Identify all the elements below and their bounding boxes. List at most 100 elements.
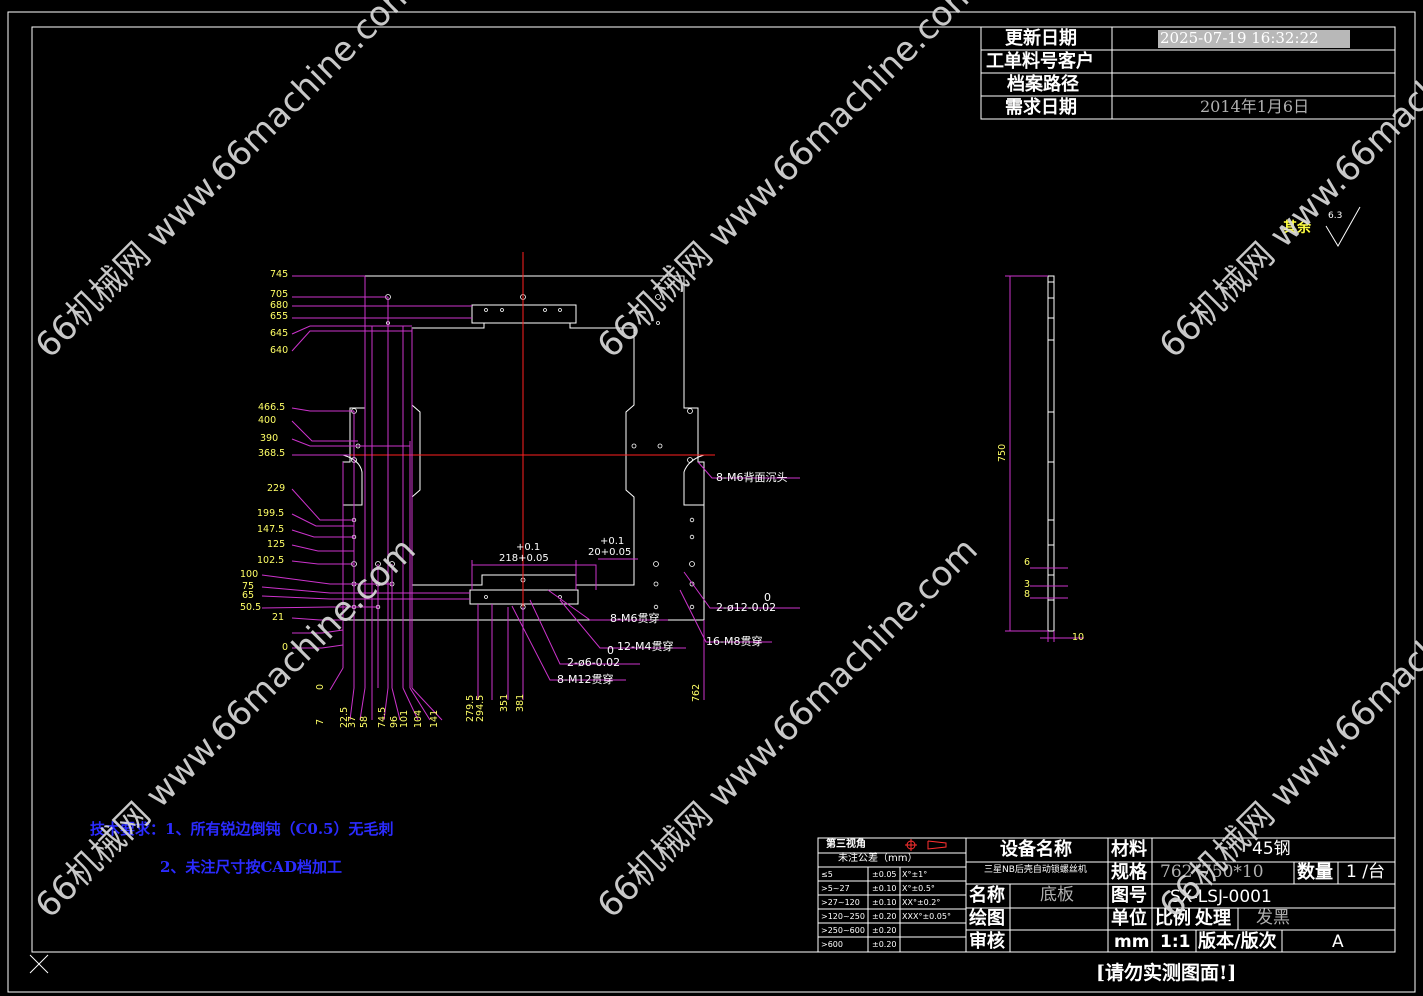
- dim-645: 645: [270, 328, 289, 339]
- title-block-grid: [965, 837, 1396, 953]
- dim-102-5: 102.5: [257, 555, 285, 566]
- tol-row-3-tol: ±0.10: [872, 898, 897, 907]
- update-date-value: 2025-07-19 16:32:22: [1160, 29, 1319, 47]
- dim-bottom-381: 381: [515, 693, 526, 712]
- footer-note: [请勿实测图面!]: [1096, 962, 1237, 984]
- tol-row-3-range: >27~120: [821, 898, 860, 907]
- callout-m6-thru: 8-M6贯穿: [610, 612, 660, 625]
- equipment-value: 三星NB后壳自动锁螺丝机: [984, 865, 1087, 875]
- callout-m4-tol: 0: [607, 644, 614, 657]
- name-value: 底板: [1040, 885, 1074, 905]
- dim-655: 655: [270, 311, 289, 322]
- unit-value: mm: [1114, 932, 1150, 952]
- tol-plus-0-1-a: +0.1: [516, 542, 541, 553]
- dim-229: 229: [267, 483, 286, 494]
- dim-125: 125: [267, 539, 286, 550]
- demand-date-value: 2014年1月6日: [1200, 97, 1310, 116]
- dim-640: 640: [270, 345, 289, 356]
- dim-bottom-294-5: 294.5: [475, 694, 486, 722]
- side-dim-8: 8: [1024, 589, 1031, 600]
- qty-label: 数量: [1297, 862, 1333, 883]
- inner-frame: [31, 26, 1396, 953]
- qty-value: 1 /台: [1346, 862, 1385, 882]
- ucs-marker: [7, 954, 49, 992]
- callout-d12-tol: 0: [764, 591, 771, 604]
- tech-req-line1: 技术要求：1、所有锐边倒钝（C0.5）无毛刺: [90, 820, 394, 838]
- work-order-label: 工单料号客户: [986, 51, 1094, 72]
- side-view-dims: [1005, 275, 1084, 642]
- dim-bottom-141: 141: [429, 709, 440, 728]
- dim-bottom-0: 0: [315, 683, 326, 690]
- tol-row-4-angle: XXX°±0.05°: [902, 912, 951, 921]
- treatment-label: 处理: [1195, 908, 1231, 929]
- version-label: 版本/版次: [1198, 931, 1277, 952]
- tol-row-1-angle: X°±1°: [902, 870, 928, 879]
- tol-plus-0-1-b: +0.1: [600, 536, 625, 547]
- dim-745: 745: [270, 269, 289, 280]
- unit-label: 单位: [1111, 908, 1147, 929]
- tol-row-4-range: >120~250: [821, 912, 865, 921]
- side-dim-3: 3: [1024, 579, 1031, 590]
- tol-row-5-tol: ±0.20: [872, 926, 897, 935]
- scale-label: 比例: [1155, 908, 1191, 929]
- material-value: 45钢: [1252, 839, 1291, 859]
- dim-bottom-762: 762: [691, 683, 702, 702]
- demand-date-label: 需求日期: [1005, 97, 1077, 118]
- tol-row-3-angle: XX°±0.2°: [902, 898, 941, 907]
- tol-row-6-tol: ±0.20: [872, 940, 897, 949]
- tech-req-line2: 2、未注尺寸按CAD档加工: [160, 858, 343, 876]
- update-date-highlight: [1158, 30, 1350, 48]
- tol-row-2-tol: ±0.10: [872, 884, 897, 893]
- treatment-value: 发黑: [1256, 908, 1290, 928]
- drawing-no-value: SX-LSJ-0001: [1170, 887, 1272, 907]
- equipment-label: 设备名称: [1000, 839, 1072, 860]
- dim-bottom-37: 37: [347, 715, 358, 728]
- dim-147-5: 147.5: [257, 524, 285, 535]
- dim-680: 680: [270, 300, 289, 311]
- dim-705: 705: [270, 289, 289, 300]
- tol-row-2-angle: X°±0.5°: [902, 884, 935, 893]
- tol-table-title2: 未注公差（mm）: [838, 853, 918, 864]
- left-dimension-leaders: [261, 275, 705, 721]
- callout-m12-thru: 8-M12贯穿: [557, 673, 614, 686]
- side-dim-6: 6: [1024, 557, 1031, 568]
- surface-finish-value: 6.3: [1328, 211, 1343, 221]
- tol-row-2-range: >5~27: [821, 884, 850, 893]
- dim-bottom-7: 7: [315, 718, 326, 725]
- dim-65: 65: [242, 590, 255, 601]
- tol-row-5-range: >250~600: [821, 926, 865, 935]
- review-label: 审核: [969, 931, 1005, 952]
- dim-0-left: 0: [282, 642, 289, 653]
- scale-value: 1:1: [1160, 932, 1191, 952]
- tol-row-6-range: >600: [821, 940, 843, 949]
- surface-finish-symbol: [1325, 206, 1361, 247]
- callout-d6: 2-ø6-0.02: [567, 656, 621, 669]
- callout-d12: 2-ø12-0.02: [716, 601, 777, 614]
- dim-199-5: 199.5: [257, 508, 285, 519]
- dim-50-5: 50.5: [240, 602, 262, 613]
- dim-368-5: 368.5: [258, 448, 286, 459]
- dim-390: 390: [260, 433, 279, 444]
- archive-path-label: 档案路径: [1007, 74, 1079, 95]
- callout-m4-thru: 12-M4贯穿: [617, 640, 674, 653]
- center-lines: [330, 252, 715, 640]
- surface-finish-label: 其余: [1283, 220, 1311, 236]
- dim-bottom-101: 101: [399, 709, 410, 728]
- dim-100: 100: [240, 569, 259, 580]
- material-label: 材料: [1111, 839, 1147, 860]
- dim-bottom-74-5: 74.5: [377, 706, 388, 728]
- update-date-label: 更新日期: [1005, 28, 1077, 49]
- tol-row-4-tol: ±0.20: [872, 912, 897, 921]
- dim-bottom-58: 58: [359, 715, 370, 728]
- drawn-label: 绘图: [969, 908, 1005, 929]
- dim-400: 400: [258, 415, 277, 426]
- dim-21: 21: [272, 612, 285, 623]
- header-block-grid: [980, 26, 1396, 120]
- callout-m8-thru: 16-M8贯穿: [706, 635, 763, 648]
- tol-row-1-tol: ±0.05: [872, 870, 897, 879]
- projection-symbol: [905, 839, 947, 851]
- spec-label: 规格: [1111, 862, 1147, 883]
- dim-20: 20+0.05: [588, 547, 632, 558]
- tol-row-1-range: ≤5: [821, 870, 833, 879]
